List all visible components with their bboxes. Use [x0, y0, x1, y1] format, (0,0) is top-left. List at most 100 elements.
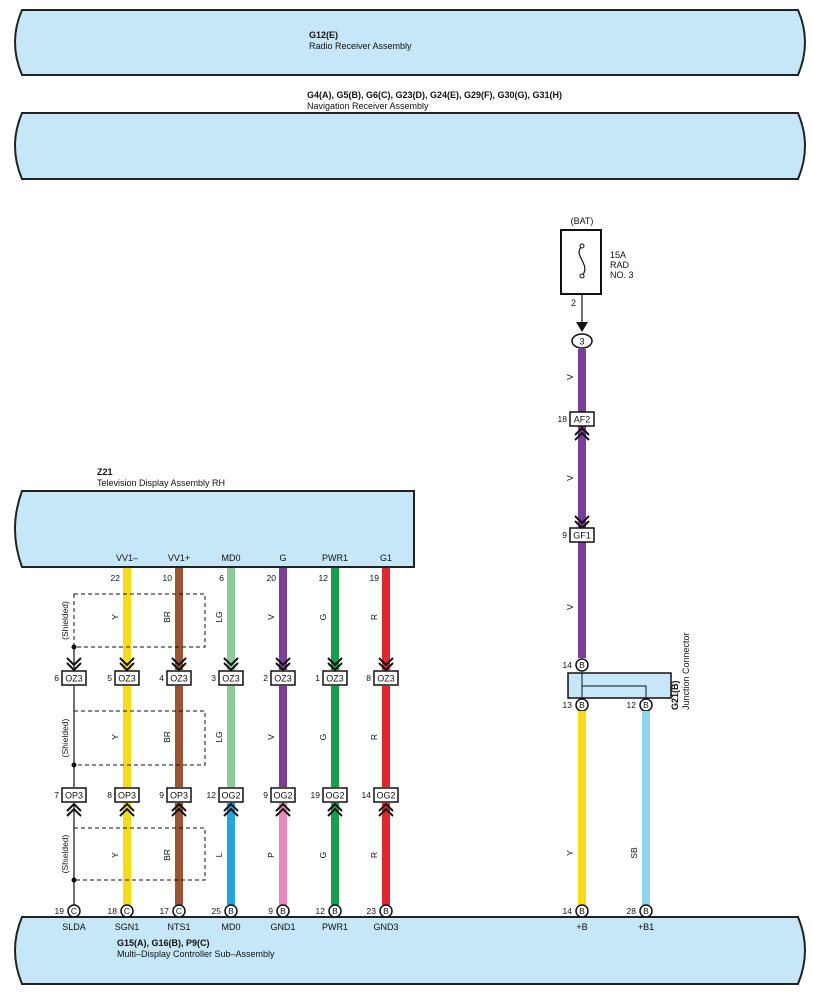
conn-gf1-label: GF1 — [573, 531, 591, 541]
fuse-box — [560, 229, 602, 295]
mdc-name: Multi–Display Controller Sub–Assembly — [117, 949, 275, 959]
shield-enclosure-3 — [73, 827, 206, 881]
oz3-pin-g: 2 — [263, 673, 268, 683]
mid-pin-g: 9 — [263, 790, 268, 800]
conn-mid-pwr1-label: OG2 — [325, 791, 344, 801]
shield-end-pin: 19 — [55, 906, 65, 916]
end-label-vv1plus: NTS1 — [167, 922, 190, 932]
chevron-down-icon-shield-stroke-b — [66, 662, 82, 672]
mid-pin-g1: 14 — [362, 790, 372, 800]
tv-pin-name-vv1plus: VV1+ — [168, 553, 190, 563]
conn-mid-vv1minus-box — [114, 787, 140, 803]
chevron-down-icon-g1 — [378, 657, 394, 672]
wire-code-pwr1-2: G — [318, 734, 328, 741]
conn-shield-mid-box — [61, 787, 87, 803]
conn-oz3-vv1plus-box — [166, 670, 192, 686]
fuse-icon — [578, 245, 586, 277]
chevron-up-icon-vv1plus-stroke-b — [171, 802, 187, 812]
end-pin-marker-md0-letter: B — [228, 906, 234, 916]
wire-code-g1-3: R — [369, 852, 379, 858]
end-pin-marker-g1-circle — [379, 904, 393, 918]
end-pin-g: 9 — [268, 906, 273, 916]
tv-code: Z21 — [97, 467, 113, 477]
end-marker-b-letter: B — [579, 906, 585, 916]
mid-pin-vv1minus: 8 — [107, 790, 112, 800]
chevron-down-icon-vv1plus-stroke-a — [171, 657, 187, 667]
shield-enclosure-1 — [73, 593, 206, 648]
wire-code-md0-2: LG — [214, 731, 224, 742]
af2-pin: 18 — [558, 414, 568, 424]
conn-mid-pwr1-box — [322, 787, 348, 803]
end-pin-marker-g-circle — [276, 904, 290, 918]
end-pin-marker-vv1plus-letter: C — [176, 906, 182, 916]
end-pin-b: 14 — [563, 906, 573, 916]
conn-oz3-pwr1-box — [322, 670, 348, 686]
jc-out2-pin: 12 — [627, 700, 637, 710]
tv-pin-name-g1: G1 — [380, 553, 392, 563]
chevron-down-icon-g-stroke-a — [275, 657, 291, 667]
end-marker-b1-circle — [639, 904, 653, 918]
oz3-pin-pwr1: 1 — [315, 673, 320, 683]
chevron-down-icon-gf1-stroke-a — [574, 515, 590, 525]
end-pin-marker-vv1plus-circle — [172, 904, 186, 918]
wire-code-g1-1: R — [369, 614, 379, 620]
shield-oz3-pin: 6 — [54, 673, 59, 683]
end-label-md0: MD0 — [221, 922, 240, 932]
chevron-up-icon-shield-stroke-a — [66, 807, 82, 817]
junction-name: Junction Connector — [681, 632, 691, 710]
end-pin-marker-md0-circle — [224, 904, 238, 918]
end-pin-pwr1: 12 — [316, 906, 326, 916]
conn-mid-g-label: OG2 — [273, 791, 292, 801]
chevron-down-icon-md0-stroke-b — [223, 662, 239, 672]
wire-code-v-3: V — [565, 604, 575, 610]
wire-code-pwr1-3: G — [318, 852, 328, 859]
end-label-b: +B — [576, 922, 587, 932]
shield-end-marker-letter: C — [71, 906, 77, 916]
conn-shield-top-label: OZ3 — [65, 674, 83, 684]
radio-name: Radio Receiver Assembly — [309, 41, 412, 51]
mid-pin-vv1plus: 9 — [159, 790, 164, 800]
fuse-source: (BAT) — [571, 216, 594, 226]
conn-oz3-g-box — [270, 670, 296, 686]
conn-mid-md0-box — [218, 787, 244, 803]
chevron-down-icon-vv1minus — [119, 657, 135, 672]
end-label-g: GND1 — [270, 922, 295, 932]
multi-display-controller-block — [14, 916, 806, 985]
shield-enclosure-2 — [73, 710, 206, 766]
tv-pin-name-pwr1: PWR1 — [322, 553, 348, 563]
chevron-up-icon-pwr1 — [327, 802, 343, 817]
nav-code: G4(A), G5(B), G6(C), G23(D), G24(E), G29… — [307, 90, 562, 100]
end-pin-g1: 23 — [367, 906, 377, 916]
fuse-rating: 15A — [610, 250, 626, 260]
oz3-pin-vv1plus: 4 — [159, 673, 164, 683]
jc-in-pin: 14 — [563, 660, 573, 670]
end-pin-marker-pwr1-letter: B — [332, 906, 338, 916]
oz3-pin-md0: 3 — [211, 673, 216, 683]
chevron-up-icon-md0-stroke-a — [223, 807, 239, 817]
tv-pin-name-g: G — [279, 553, 286, 563]
chevron-down-icon-g1-stroke-b — [378, 662, 394, 672]
fuse-name-1: RAD — [610, 260, 630, 270]
wire-code-v-1: V — [565, 374, 575, 380]
conn-oz3-g1-label: OZ3 — [377, 674, 395, 684]
conn-mid-vv1plus-label: OP3 — [170, 791, 188, 801]
conn-mid-g-box — [270, 787, 296, 803]
tv-pin-name-vv1minus: VV1– — [116, 553, 138, 563]
wire-code-vv1plus-3: BR — [162, 849, 172, 861]
wire-code-vv1plus-2: BR — [162, 731, 172, 743]
shield-mid-pin: 7 — [54, 790, 59, 800]
conn-oz3-md0-label: OZ3 — [222, 674, 240, 684]
chevron-up-icon-af2-stroke-a — [574, 431, 590, 441]
chevron-up-icon-af2 — [574, 426, 590, 441]
mid-pin-pwr1: 19 — [311, 790, 321, 800]
conn-oz3-vv1minus-box — [114, 670, 140, 686]
shield-drain-dot-2 — [71, 762, 77, 768]
chevron-down-icon-md0 — [223, 657, 239, 672]
chevron-down-icon-g-stroke-b — [275, 662, 291, 672]
chevron-up-icon-vv1plus-stroke-a — [171, 807, 187, 817]
shield-label-2: (Shielded) — [60, 718, 70, 757]
end-label-pwr1: PWR1 — [322, 922, 348, 932]
chevron-down-icon-md0-stroke-a — [223, 657, 239, 667]
